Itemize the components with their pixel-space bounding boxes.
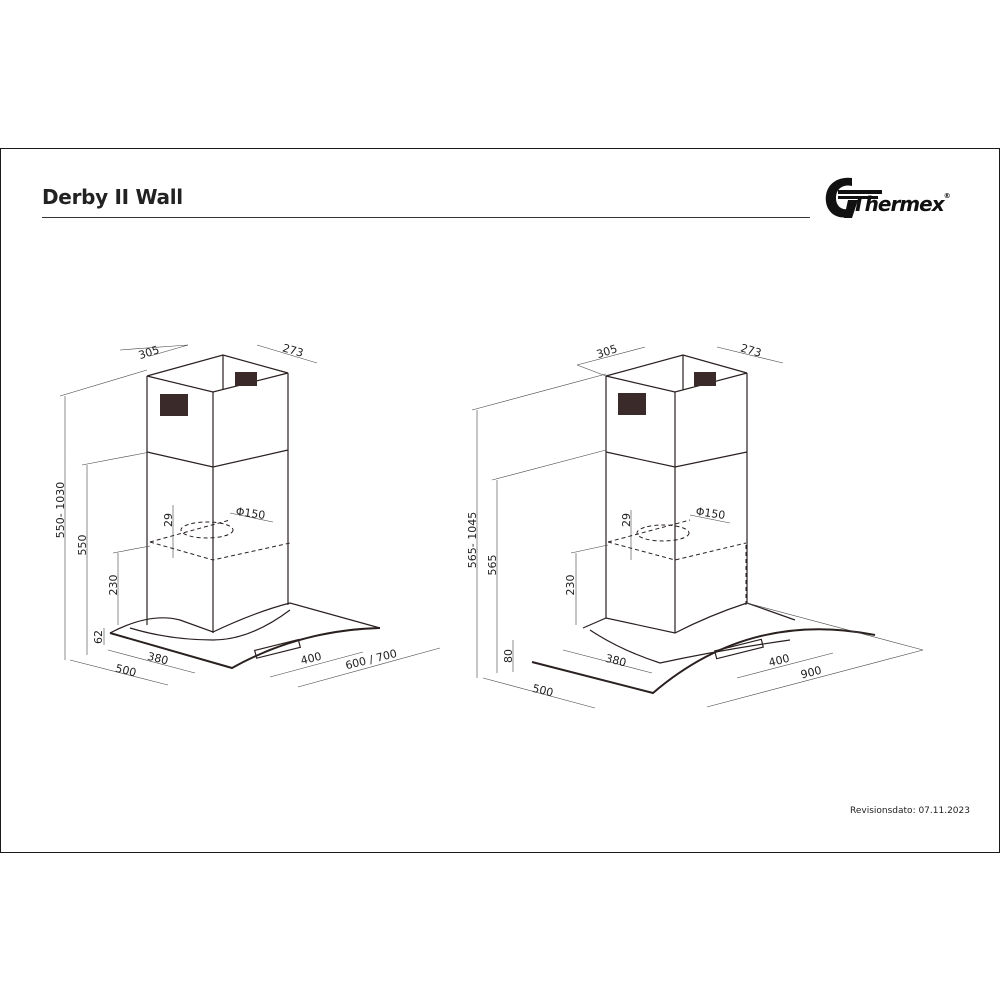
vent-grille-icon xyxy=(160,394,188,416)
dim-chimney-depth: 305 xyxy=(137,343,161,362)
dim-chimney-width: 273 xyxy=(739,341,763,359)
dim-inner-width: 400 xyxy=(299,650,323,668)
dim-inner-depth: 380 xyxy=(146,650,170,668)
dim-chimney-height: 550 xyxy=(76,535,89,556)
thermex-logo: Thermex® xyxy=(822,172,962,224)
dim-inner-width: 400 xyxy=(767,652,791,670)
page-title: Derby II Wall xyxy=(42,185,183,209)
dim-glass-height: 62 xyxy=(92,630,105,644)
dim-chimney-depth: 305 xyxy=(595,342,619,361)
title-rule xyxy=(42,217,810,218)
brand-name: Thermex® xyxy=(852,192,951,216)
dim-inner-depth: 380 xyxy=(604,652,628,670)
dim-total-height: 550- 1030 xyxy=(54,482,67,538)
dim-canopy-height: 230 xyxy=(564,575,577,596)
dim-canopy-height: 230 xyxy=(107,575,120,596)
dim-chimney-width: 273 xyxy=(281,341,305,359)
revision-date: Revisionsdato: 07.11.2023 xyxy=(850,806,970,816)
dim-depth: 500 xyxy=(114,662,138,680)
hood-drawing-900: 565- 1045 565 230 80 29 305 273 Φ150 380… xyxy=(466,341,924,709)
dim-total-height: 565- 1045 xyxy=(466,512,479,568)
thermex-logo-mark-icon xyxy=(825,177,882,218)
dim-chimney-height: 565 xyxy=(486,555,499,576)
dim-duct: Φ150 xyxy=(695,505,726,522)
dim-glass-height: 80 xyxy=(502,649,515,663)
dim-width: 600 / 700 xyxy=(344,647,398,672)
dim-duct: Φ150 xyxy=(235,505,266,522)
dim-duct-height: 29 xyxy=(162,513,175,527)
vent-grille-icon xyxy=(618,393,646,415)
dim-duct-height: 29 xyxy=(620,513,633,527)
dim-depth: 500 xyxy=(531,682,555,700)
dim-width: 900 xyxy=(799,664,823,682)
hood-drawing-600-700: 550- 1030 550 230 62 29 305 273 Φ150 380… xyxy=(54,341,441,688)
